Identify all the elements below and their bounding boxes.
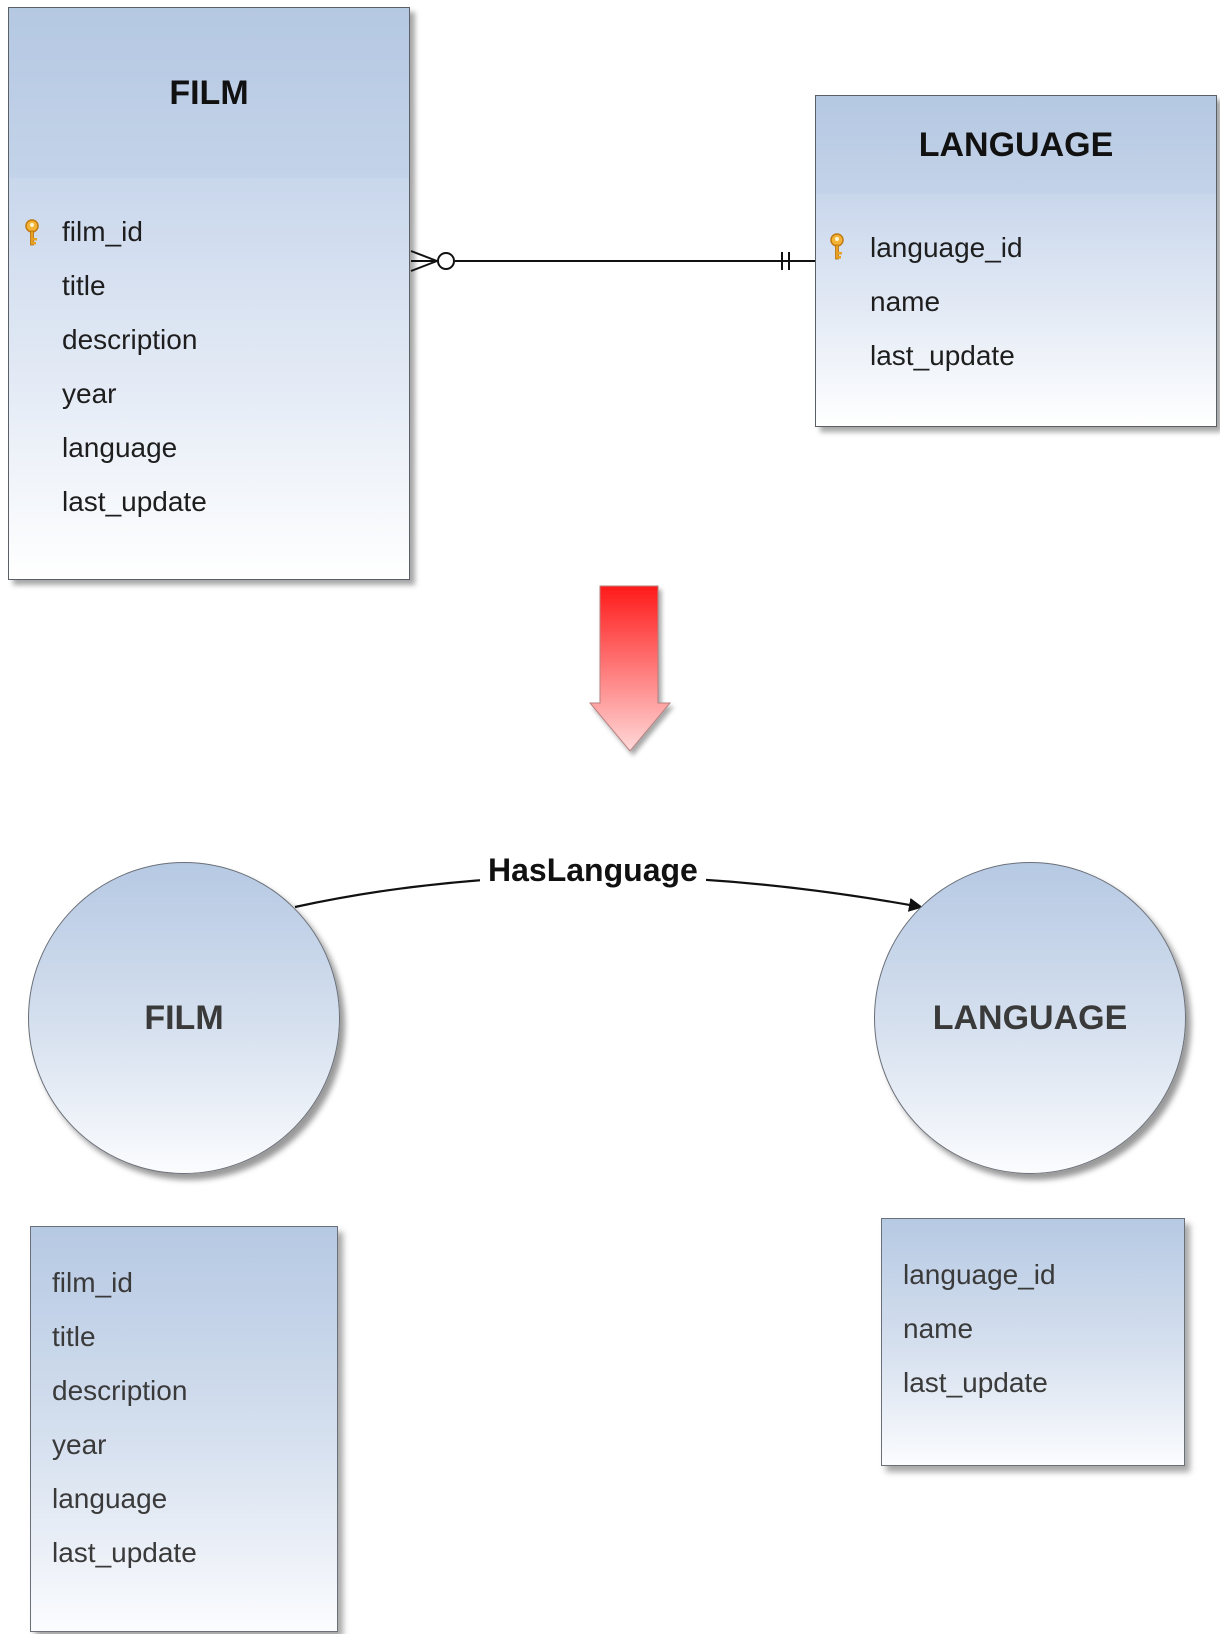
film-attr-title: title [62,270,106,301]
language-attr-name: name [870,286,941,317]
edge-label-has-language: HasLanguage [480,852,706,889]
primary-key-icon [23,218,41,248]
language-attr-last-update: last_update [870,340,1015,371]
language-node[interactable]: LANGUAGE [874,862,1186,1174]
primary-key-icon [828,232,846,262]
language-table-body: language_id name last_update [816,194,1216,426]
film-attr-last-update: last_update [62,486,207,517]
film-attr-description: description [62,324,198,355]
film-node-label: FILM [144,998,224,1037]
film-prop-film-id: film_id [52,1267,133,1298]
language-prop-last-update: last_update [903,1367,1048,1398]
film-attr-language: language [62,432,178,463]
mandatory-one-icon [781,252,790,270]
language-node-label: LANGUAGE [932,998,1128,1037]
film-attr-film-id: film_id [62,216,143,247]
language-prop-language-id: language_id [903,1259,1056,1290]
language-prop-name: name [903,1313,974,1344]
film-table[interactable]: FILM film_id title description year lang… [8,7,410,580]
film-prop-title: title [52,1321,96,1352]
film-properties-box[interactable]: film_id title description year language … [30,1226,338,1632]
film-node[interactable]: FILM [28,862,340,1174]
film-table-title: FILM [169,73,249,112]
language-properties-box[interactable]: language_id name last_update [881,1218,1185,1466]
crows-foot-many-icon [410,250,438,272]
film-table-header: FILM [9,8,409,179]
language-attr-language-id: language_id [870,232,1023,263]
film-prop-last-update: last_update [52,1537,197,1568]
optional-zero-icon [437,252,455,270]
film-attr-year: year [62,378,117,409]
film-prop-language: language [52,1483,168,1514]
language-table[interactable]: LANGUAGE language_id name last_update [815,95,1217,427]
language-table-title: LANGUAGE [918,125,1114,164]
language-table-header: LANGUAGE [816,96,1216,195]
film-table-body: film_id title description year language … [9,178,409,579]
film-prop-year: year [52,1429,107,1460]
film-prop-description: description [52,1375,188,1406]
